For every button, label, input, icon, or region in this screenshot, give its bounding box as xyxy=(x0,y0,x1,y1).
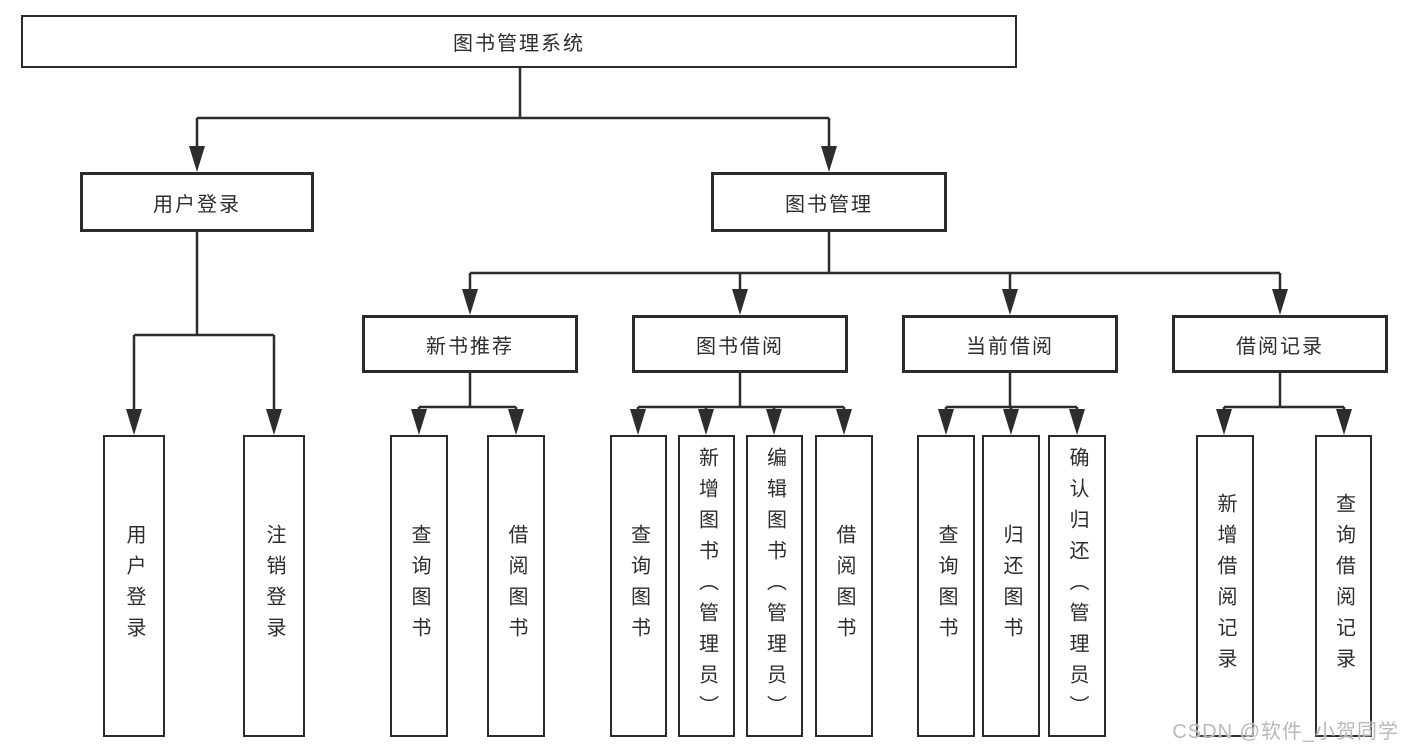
node-leaf-logout: 注销登录 xyxy=(243,435,305,737)
node-label: 用户登录 xyxy=(123,524,145,648)
node-leaf-query-books-3: 查询图书 xyxy=(917,435,975,737)
connector-root-to-level2 xyxy=(195,68,831,148)
node-label: 新增图书（管理员） xyxy=(695,446,718,726)
node-new-books: 新书推荐 xyxy=(362,315,578,373)
connector-bookmgmt-to-level3 xyxy=(468,232,1282,291)
node-leaf-query-borrow-record: 查询借阅记录 xyxy=(1315,435,1372,737)
connector-current-to-leaves xyxy=(944,373,1079,411)
node-root: 图书管理系统 xyxy=(21,15,1017,68)
node-leaf-add-books-admin: 新增图书（管理员） xyxy=(678,435,735,737)
node-leaf-query-books-2: 查询图书 xyxy=(610,435,667,737)
node-label: 查询图书 xyxy=(627,524,650,648)
node-label: 确认归还（管理员） xyxy=(1066,446,1088,726)
node-current-borrow: 当前借阅 xyxy=(902,315,1118,373)
node-label: 借阅图书 xyxy=(833,524,855,648)
node-leaf-user-login: 用户登录 xyxy=(103,435,165,737)
connector-newbooks-to-leaves xyxy=(417,373,518,411)
node-label: 图书借阅 xyxy=(696,335,784,358)
node-leaf-confirm-return-admin: 确认归还（管理员） xyxy=(1048,435,1106,737)
node-label: 借阅图书 xyxy=(505,524,527,648)
node-label: 图书管理系统 xyxy=(453,33,585,55)
node-label: 用户登录 xyxy=(153,193,241,216)
node-leaf-return-books: 归还图书 xyxy=(982,435,1040,737)
node-label: 新书推荐 xyxy=(426,335,514,358)
node-leaf-query-books-1: 查询图书 xyxy=(390,435,448,737)
node-label: 查询借阅记录 xyxy=(1332,493,1355,679)
connector-records-to-leaves xyxy=(1222,373,1346,411)
node-label: 图书管理 xyxy=(785,193,873,216)
connector-userlogin-to-leaves xyxy=(132,232,276,411)
node-book-mgmt: 图书管理 xyxy=(711,172,947,232)
node-label: 查询图书 xyxy=(408,524,430,648)
node-label: 借阅记录 xyxy=(1236,335,1324,358)
node-label: 当前借阅 xyxy=(966,335,1054,358)
node-borrowing: 图书借阅 xyxy=(632,315,848,373)
node-label: 新增借阅记录 xyxy=(1214,493,1236,679)
node-label: 查询图书 xyxy=(935,524,957,648)
node-label: 编辑图书（管理员） xyxy=(763,446,786,726)
node-leaf-borrow-books-1: 借阅图书 xyxy=(487,435,545,737)
connector-borrowing-to-leaves xyxy=(636,373,846,411)
node-label: 注销登录 xyxy=(263,524,285,648)
node-borrow-records: 借阅记录 xyxy=(1172,315,1388,373)
arrowheads xyxy=(126,146,1352,435)
node-label: 归还图书 xyxy=(1000,524,1022,648)
node-leaf-edit-books-admin: 编辑图书（管理员） xyxy=(746,435,803,737)
node-leaf-borrow-books-2: 借阅图书 xyxy=(815,435,873,737)
node-leaf-add-borrow-record: 新增借阅记录 xyxy=(1196,435,1254,737)
node-user-login: 用户登录 xyxy=(80,172,314,232)
